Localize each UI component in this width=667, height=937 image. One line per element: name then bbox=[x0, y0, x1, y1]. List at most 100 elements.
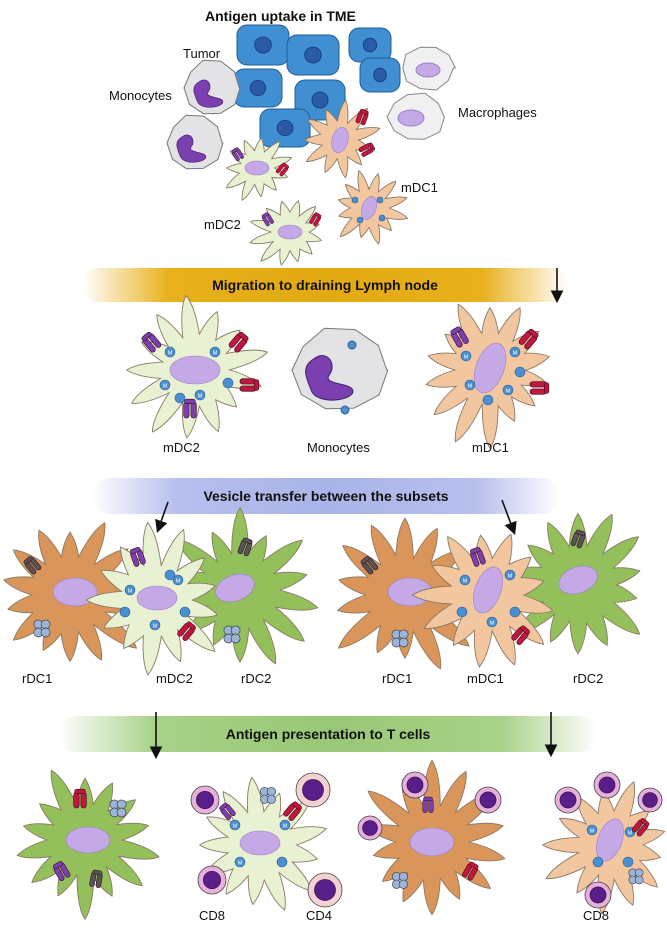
vesicle-mdc1-transfer-1 bbox=[504, 569, 516, 581]
vesicle-mdc1-transfer-mark-4: M bbox=[490, 620, 495, 626]
tcell-cd8-right-1-core bbox=[559, 791, 577, 809]
vesicle-mdc2-presenting-mark-2: M bbox=[238, 860, 243, 866]
label-macrophages: Macrophages bbox=[458, 105, 537, 120]
label-cd8-right: CD8 bbox=[583, 908, 610, 923]
vesicle-mdc1-mid-2 bbox=[464, 379, 476, 391]
tumor-cell-7-nucleus bbox=[276, 120, 294, 137]
rdc2-left-nucleus bbox=[215, 573, 255, 603]
mhc-ii-mdc2-mid-1 bbox=[141, 331, 162, 353]
mhc-rdc2-left bbox=[237, 537, 253, 557]
banner-migration: Migration to draining Lymph node bbox=[82, 268, 568, 302]
vesicle-mdc2-transfer-0 bbox=[124, 584, 136, 596]
tumor-cell-3-nucleus bbox=[362, 37, 378, 53]
monocyte-top-2-nucleus bbox=[176, 134, 207, 163]
vesicle-mdc1-transfer-3 bbox=[509, 606, 521, 618]
label-mdc1-mid: mDC1 bbox=[472, 440, 509, 455]
banner-migration-text: Migration to draining Lymph node bbox=[212, 277, 438, 293]
label-mdc1-vesicle: mDC1 bbox=[467, 671, 504, 686]
rdc2-presenting-nucleus bbox=[65, 826, 111, 854]
mhc-ii-mdc2-mid-2 bbox=[183, 398, 197, 419]
mhc-i-mdc1-mid-2 bbox=[529, 381, 550, 395]
tcell-cd8-left-2-core bbox=[203, 871, 221, 889]
vesicle-mdc2-transfer-5 bbox=[164, 569, 176, 581]
receptor-rdc1-right bbox=[391, 629, 409, 648]
receptor-rdc1-left bbox=[33, 619, 51, 638]
vesicle-mdc1-mid-mark-3: M bbox=[506, 388, 511, 394]
arrow-vesicle-right bbox=[501, 499, 517, 535]
vesicle-mdc1-transfer-0 bbox=[459, 574, 471, 586]
label-rdc2-right: rDC2 bbox=[573, 671, 604, 686]
vesicle-mdc1-transfer-mark-0: M bbox=[463, 578, 468, 584]
vesicle-mdc1-mid-mark-0: M bbox=[464, 354, 469, 360]
mhc-ii-top-b bbox=[261, 212, 274, 227]
label-cd4: CD4 bbox=[306, 908, 333, 923]
mhc-i-mdc1-transfer bbox=[511, 625, 530, 645]
vesicle-mdc2-presenting-1 bbox=[279, 819, 291, 831]
vesicle-mdc1-mid-mark-1: M bbox=[513, 350, 518, 356]
mhc-ii-top-a bbox=[231, 147, 244, 162]
mhc-i-top-b bbox=[275, 162, 289, 177]
vesicle-top-b-0 bbox=[351, 196, 359, 204]
vesicle-mdc1-presenting-mark-0: M bbox=[590, 828, 595, 834]
vesicle-mdc2-presenting-2 bbox=[234, 856, 246, 868]
vesicle-mdc2-mid-mark-2: M bbox=[163, 383, 168, 389]
banner-antigen-presentation: Antigen presentation to T cells bbox=[58, 716, 598, 752]
vesicle-mdc2-presenting-3 bbox=[276, 856, 288, 868]
mhc-i-top-c bbox=[309, 212, 322, 227]
title-antigen-uptake: Antigen uptake in TME bbox=[205, 8, 356, 24]
mhc-rdc2-right bbox=[570, 529, 586, 549]
label-cd8-left: CD8 bbox=[199, 908, 226, 923]
vesicle-mdc2-transfer-3 bbox=[179, 606, 191, 618]
vesicle-mdc1-transfer-4 bbox=[486, 616, 498, 628]
mdc1-mid-nucleus bbox=[473, 342, 507, 394]
vesicle-mdc2-transfer-mark-4: M bbox=[153, 623, 158, 629]
tcell-cd8-mid-3-core bbox=[362, 820, 378, 836]
label-rdc1-right: rDC1 bbox=[382, 671, 413, 686]
label-monocytes-mid: Monocytes bbox=[307, 440, 370, 455]
vesicle-top-b-3 bbox=[378, 214, 386, 222]
banner-vesicle-text: Vesicle transfer between the subsets bbox=[203, 488, 449, 504]
label-mdc2-top: mDC2 bbox=[204, 217, 241, 232]
vesicle-mdc1-presenting-3 bbox=[622, 856, 634, 868]
vesicle-mdc2-transfer-2 bbox=[119, 606, 131, 618]
vesicle-mdc2-mid-mark-0: M bbox=[168, 350, 173, 356]
rdc1-left-nucleus bbox=[52, 577, 98, 607]
mhc-rdc1-right bbox=[360, 556, 379, 575]
mhc-ii-mdc2-presenting bbox=[219, 802, 236, 820]
monocyte-mid-nucleus bbox=[305, 355, 354, 401]
tumor-cell-1-nucleus bbox=[254, 36, 272, 54]
mhc-ii-rdc2-presenting bbox=[52, 861, 71, 881]
vesicle-mdc1-mid-3 bbox=[502, 384, 514, 396]
tcell-cd8-left-1-core bbox=[196, 791, 214, 809]
label-mdc1-top: mDC1 bbox=[401, 180, 438, 195]
vesicle-mdc1-presenting-0 bbox=[586, 824, 598, 836]
vesicle-mdc2-mid-5 bbox=[174, 392, 186, 404]
tcell-cd8-right-4-core bbox=[589, 886, 607, 904]
mhc-i-mdc2-mid-2 bbox=[239, 378, 260, 392]
receptor-rdc1-presenting bbox=[392, 872, 408, 889]
vesicle-mdc2-mid-mark-1: M bbox=[213, 350, 218, 356]
vesicle-mdc2-transfer-4 bbox=[149, 619, 161, 631]
vesicle-mdc2-mid-2 bbox=[159, 379, 171, 391]
rdc1-presenting-nucleus bbox=[409, 827, 455, 857]
rdc2-right-nucleus bbox=[558, 565, 598, 595]
label-rdc2-left: rDC2 bbox=[241, 671, 272, 686]
mhc-ii-mdc1-mid bbox=[450, 326, 469, 348]
arrow-vesicle-left bbox=[155, 501, 169, 534]
label-tumor: Tumor bbox=[183, 46, 221, 61]
banner-vesicle-transfer: Vesicle transfer between the subsets bbox=[92, 478, 560, 514]
vesicle-top-b-2 bbox=[356, 216, 364, 224]
receptor-rdc2-left bbox=[223, 625, 241, 644]
vesicle-mdc1-mid-0 bbox=[460, 350, 472, 362]
tcell-cd8-mid-2-core bbox=[479, 791, 497, 809]
mhc-i-top-a-2 bbox=[358, 142, 375, 157]
vesicle-mdc1-mid-mark-2: M bbox=[468, 383, 473, 389]
vesicle-mdc2-mid-4 bbox=[194, 389, 206, 401]
monocyte-top-1-nucleus bbox=[193, 79, 224, 108]
receptor-rdc2-presenting bbox=[109, 799, 127, 818]
vesicle-mdc2-transfer-1 bbox=[172, 574, 184, 586]
tcell-cd8-right-3-core bbox=[642, 792, 658, 808]
tumor-cell-5-nucleus bbox=[311, 91, 329, 109]
tcell-cd8-mid-1-core bbox=[406, 776, 424, 794]
